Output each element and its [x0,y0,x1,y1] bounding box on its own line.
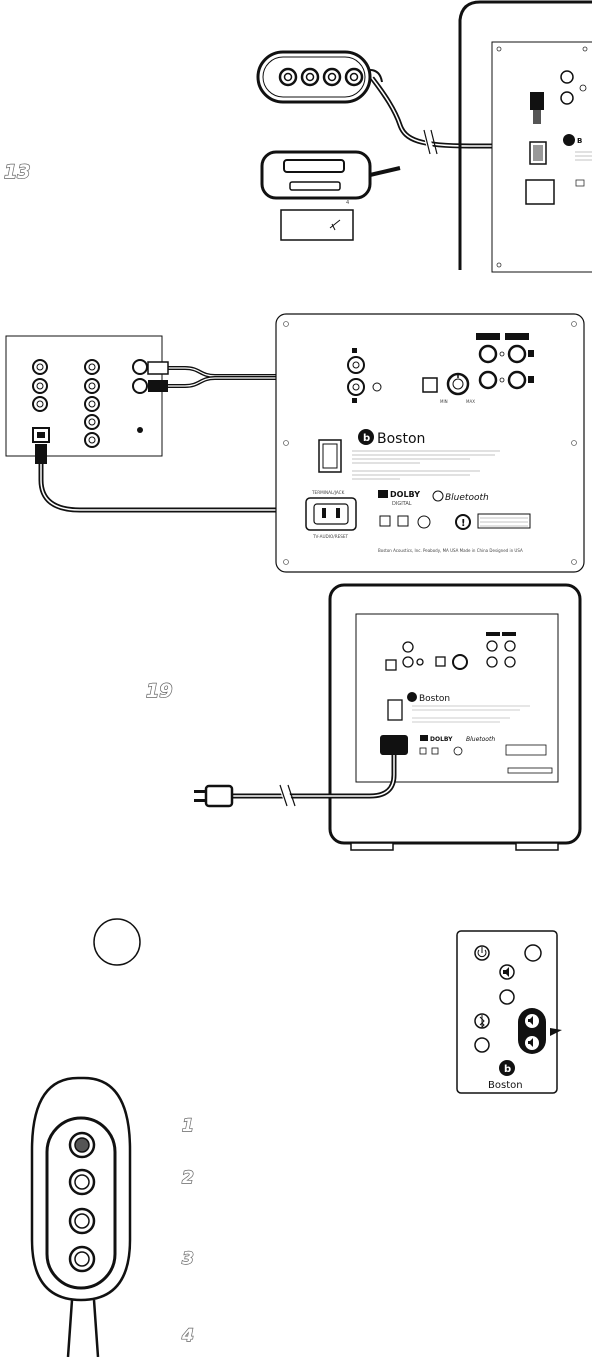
panel-footer: Boston Acoustics, Inc. Peabody, MA USA M… [378,548,523,553]
remote-puck-top [256,50,383,104]
cabinet-brand: Boston [419,694,450,704]
remote-brand: Boston [488,1080,523,1091]
wall-plug [194,784,234,808]
bluetooth-icon [479,1015,485,1029]
terminal-label: TERMINAL/JACK [311,490,345,495]
knob-max-label: MAX [466,399,475,404]
step-number-19: 19 [146,680,172,702]
svg-text:b: b [363,433,370,444]
voltage-label: TV-AUDIO/RESET [312,534,349,539]
svg-text:!: ! [461,518,466,529]
section-remote-pairing: 13 4 [3,0,592,273]
subwoofer-rear-partial: B [458,0,592,273]
callout-1: 1 [182,1116,194,1136]
remote-puck-side: 4 [260,150,401,241]
remote-puck-large [30,1076,132,1357]
power-icon [477,947,487,958]
svg-text:b: b [504,1064,511,1075]
svg-text:Boston: Boston [377,431,425,447]
section-tv-connection: MIN MAX b Boston [5,313,585,573]
remote-blank-circle [93,918,141,966]
bluetooth-label: Bluetooth [445,493,489,503]
knob-min-label: MIN [440,399,448,404]
boston-logo: b Boston [358,429,425,447]
dolby-label: DOLBY [390,490,420,499]
section-power-connection: 19 Boston [145,583,582,851]
section-remote-overview: b Boston 1 2 3 4 [30,918,562,1357]
callout-2: 2 [182,1168,194,1188]
subwoofer-cabinet: Boston DOLBY Bluetooth [328,583,582,851]
svg-text:B: B [577,137,582,145]
tv-back-panel [5,335,163,457]
callout-3: 3 [182,1249,194,1269]
step-number-13: 13 [4,161,30,183]
remote-control: b Boston [456,930,562,1094]
callout-4: 4 [181,1326,194,1346]
subwoofer-rear-panel: MIN MAX b Boston [275,313,585,573]
svg-text:Bluetooth: Bluetooth [466,736,495,743]
mute-icon [503,967,509,977]
dolby-sub-label: DIGITAL [392,501,412,507]
svg-text:4: 4 [346,200,349,206]
svg-text:DOLBY: DOLBY [430,736,453,743]
